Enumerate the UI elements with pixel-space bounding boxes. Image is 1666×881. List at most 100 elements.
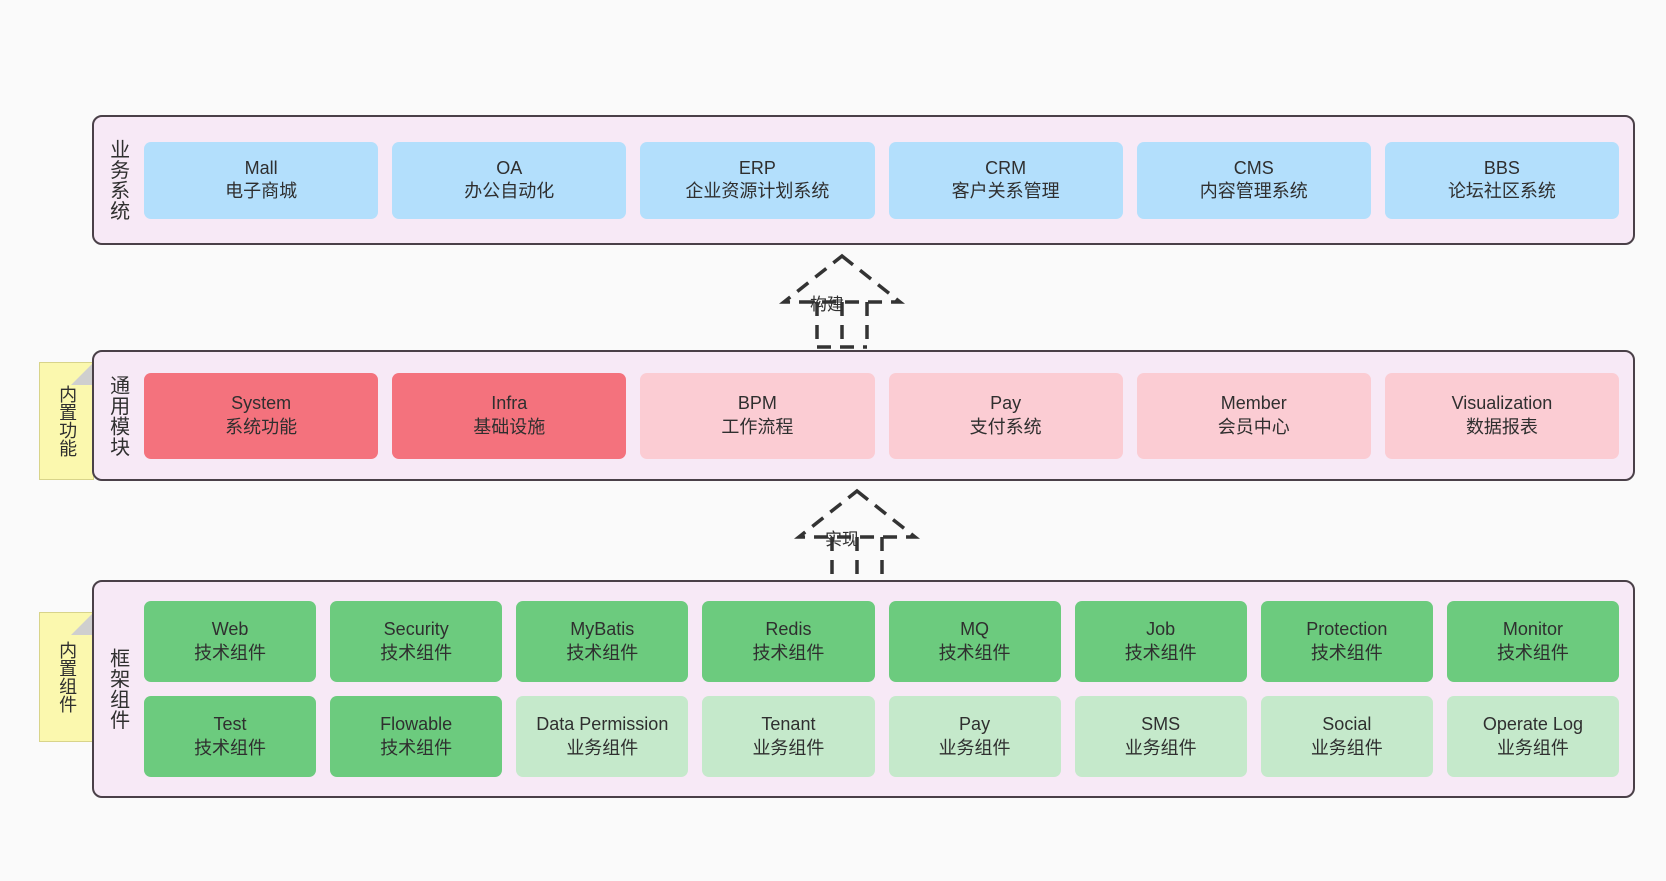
card-web-sub: 技术组件 — [194, 642, 267, 663]
card-bpm-name: BPM — [737, 393, 777, 414]
card-visualization-sub: 数据报表 — [1465, 416, 1538, 437]
card-mq-sub: 技术组件 — [938, 642, 1011, 663]
card-pay-module[interactable]: Pay 支付系统 — [888, 372, 1123, 459]
card-redis-sub: 技术组件 — [752, 642, 825, 663]
card-pay-component-sub: 业务组件 — [938, 737, 1011, 758]
card-flowable[interactable]: Flowable 技术组件 — [330, 696, 503, 777]
card-data-permission-sub: 业务组件 — [566, 737, 639, 758]
layer-framework-components: 框架组件 Web 技术组件 Security 技术组件 MyBatis 技术组件… — [92, 580, 1635, 798]
layer-common-modules-title: 通用模块 — [106, 374, 129, 457]
layer-business-systems-title: 业务系统 — [106, 139, 129, 221]
card-mall[interactable]: Mall 电子商城 — [144, 141, 379, 219]
card-mall-name: Mall — [244, 157, 278, 178]
layer-business-systems-body: Mall 电子商城 OA 办公自动化 ERP 企业资源计划系统 CRM 客户关系… — [140, 117, 1633, 243]
card-member[interactable]: Member 会员中心 — [1136, 372, 1371, 459]
framework-tech-card-row: Web 技术组件 Security 技术组件 MyBatis 技术组件 Redi… — [144, 601, 1619, 682]
card-tenant[interactable]: Tenant 业务组件 — [702, 696, 875, 777]
card-cms-sub: 内容管理系统 — [1199, 181, 1308, 201]
card-security-name: Security — [383, 619, 449, 640]
layer-business-systems: 业务系统 Mall 电子商城 OA 办公自动化 ERP 企业资源计划系统 CRM… — [92, 115, 1635, 245]
card-pay-module-name: Pay — [990, 393, 1022, 414]
card-pay-module-sub: 支付系统 — [969, 416, 1042, 437]
note-builtin-components: 内置组件 — [39, 612, 94, 742]
card-mybatis-name: MyBatis — [570, 619, 635, 640]
connector-implement-label: 实现 — [825, 530, 859, 549]
card-oa-name: OA — [496, 157, 523, 178]
card-job[interactable]: Job 技术组件 — [1074, 601, 1247, 682]
card-system[interactable]: System 系统功能 — [144, 372, 379, 459]
card-mq-name: MQ — [960, 619, 990, 640]
framework-business-card-row: Test 技术组件 Flowable 技术组件 Data Permission … — [144, 696, 1619, 777]
card-sms[interactable]: SMS 业务组件 — [1074, 696, 1247, 777]
card-redis-name: Redis — [765, 619, 812, 640]
card-job-sub: 技术组件 — [1124, 642, 1197, 663]
card-sms-sub: 业务组件 — [1124, 737, 1197, 758]
card-oa-sub: 办公自动化 — [464, 181, 555, 201]
card-web-name: Web — [211, 619, 249, 640]
layer-common-modules-body: System 系统功能 Infra 基础设施 BPM 工作流程 Pay 支付系统… — [140, 352, 1633, 479]
card-erp[interactable]: ERP 企业资源计划系统 — [640, 141, 875, 219]
card-crm[interactable]: CRM 客户关系管理 — [888, 141, 1123, 219]
card-mybatis[interactable]: MyBatis 技术组件 — [516, 601, 689, 682]
card-tenant-sub: 业务组件 — [752, 737, 825, 758]
card-protection-name: Protection — [1306, 619, 1388, 640]
card-operate-log-sub: 业务组件 — [1496, 737, 1569, 758]
connector-build-arrow-icon — [778, 253, 906, 349]
card-bbs[interactable]: BBS 论坛社区系统 — [1384, 141, 1620, 219]
layer-common-modules: 通用模块 System 系统功能 Infra 基础设施 BPM 工作流程 Pay… — [92, 350, 1635, 481]
card-security-sub: 技术组件 — [380, 642, 453, 663]
card-oa[interactable]: OA 办公自动化 — [392, 141, 627, 219]
card-bbs-name: BBS — [1483, 157, 1520, 178]
card-monitor-name: Monitor — [1502, 619, 1563, 640]
card-member-name: Member — [1220, 393, 1287, 414]
card-web[interactable]: Web 技术组件 — [144, 601, 317, 682]
card-redis[interactable]: Redis 技术组件 — [702, 601, 875, 682]
card-operate-log[interactable]: Operate Log 业务组件 — [1446, 696, 1619, 777]
card-cms[interactable]: CMS 内容管理系统 — [1136, 141, 1371, 219]
card-tenant-name: Tenant — [761, 714, 816, 735]
card-test-sub: 技术组件 — [194, 737, 267, 758]
layer-framework-components-body: Web 技术组件 Security 技术组件 MyBatis 技术组件 Redi… — [140, 582, 1633, 796]
card-social-name: Social — [1322, 714, 1372, 735]
card-mq[interactable]: MQ 技术组件 — [888, 601, 1061, 682]
note-builtin-components-label: 内置组件 — [57, 641, 78, 713]
card-protection[interactable]: Protection 技术组件 — [1260, 601, 1433, 682]
card-bpm[interactable]: BPM 工作流程 — [640, 372, 875, 459]
card-pay-component[interactable]: Pay 业务组件 — [888, 696, 1061, 777]
card-crm-sub: 客户关系管理 — [951, 181, 1060, 201]
card-social-sub: 业务组件 — [1310, 737, 1383, 758]
card-test[interactable]: Test 技术组件 — [144, 696, 317, 777]
card-monitor[interactable]: Monitor 技术组件 — [1446, 601, 1619, 682]
card-mybatis-sub: 技术组件 — [566, 642, 639, 663]
card-data-permission[interactable]: Data Permission 业务组件 — [516, 696, 689, 777]
connector-implement: 实现 — [772, 487, 942, 585]
card-monitor-sub: 技术组件 — [1496, 642, 1569, 663]
card-cms-name: CMS — [1233, 157, 1274, 178]
card-pay-component-name: Pay — [959, 714, 991, 735]
connector-build-label: 构建 — [810, 295, 844, 314]
card-crm-name: CRM — [985, 157, 1027, 178]
card-social[interactable]: Social 业务组件 — [1260, 696, 1433, 777]
card-job-name: Job — [1146, 619, 1176, 640]
card-security[interactable]: Security 技术组件 — [330, 601, 503, 682]
card-bpm-sub: 工作流程 — [721, 416, 794, 437]
note-builtin-functions-label: 内置功能 — [57, 385, 78, 457]
connector-build: 构建 — [757, 252, 927, 350]
card-infra-name: Infra — [491, 393, 528, 414]
card-erp-sub: 企业资源计划系统 — [685, 181, 830, 201]
card-flowable-name: Flowable — [380, 714, 453, 735]
card-erp-name: ERP — [738, 157, 776, 178]
card-data-permission-name: Data Permission — [536, 714, 669, 735]
card-infra[interactable]: Infra 基础设施 — [392, 372, 627, 459]
card-infra-sub: 基础设施 — [473, 416, 546, 437]
card-visualization-name: Visualization — [1451, 393, 1553, 414]
note-builtin-functions: 内置功能 — [39, 362, 94, 480]
card-member-sub: 会员中心 — [1217, 416, 1290, 437]
module-card-row: System 系统功能 Infra 基础设施 BPM 工作流程 Pay 支付系统… — [144, 372, 1620, 459]
card-protection-sub: 技术组件 — [1310, 642, 1383, 663]
business-card-row: Mall 电子商城 OA 办公自动化 ERP 企业资源计划系统 CRM 客户关系… — [144, 141, 1620, 219]
card-bbs-sub: 论坛社区系统 — [1447, 181, 1556, 201]
card-system-name: System — [231, 393, 292, 414]
card-visualization[interactable]: Visualization 数据报表 — [1384, 372, 1620, 459]
